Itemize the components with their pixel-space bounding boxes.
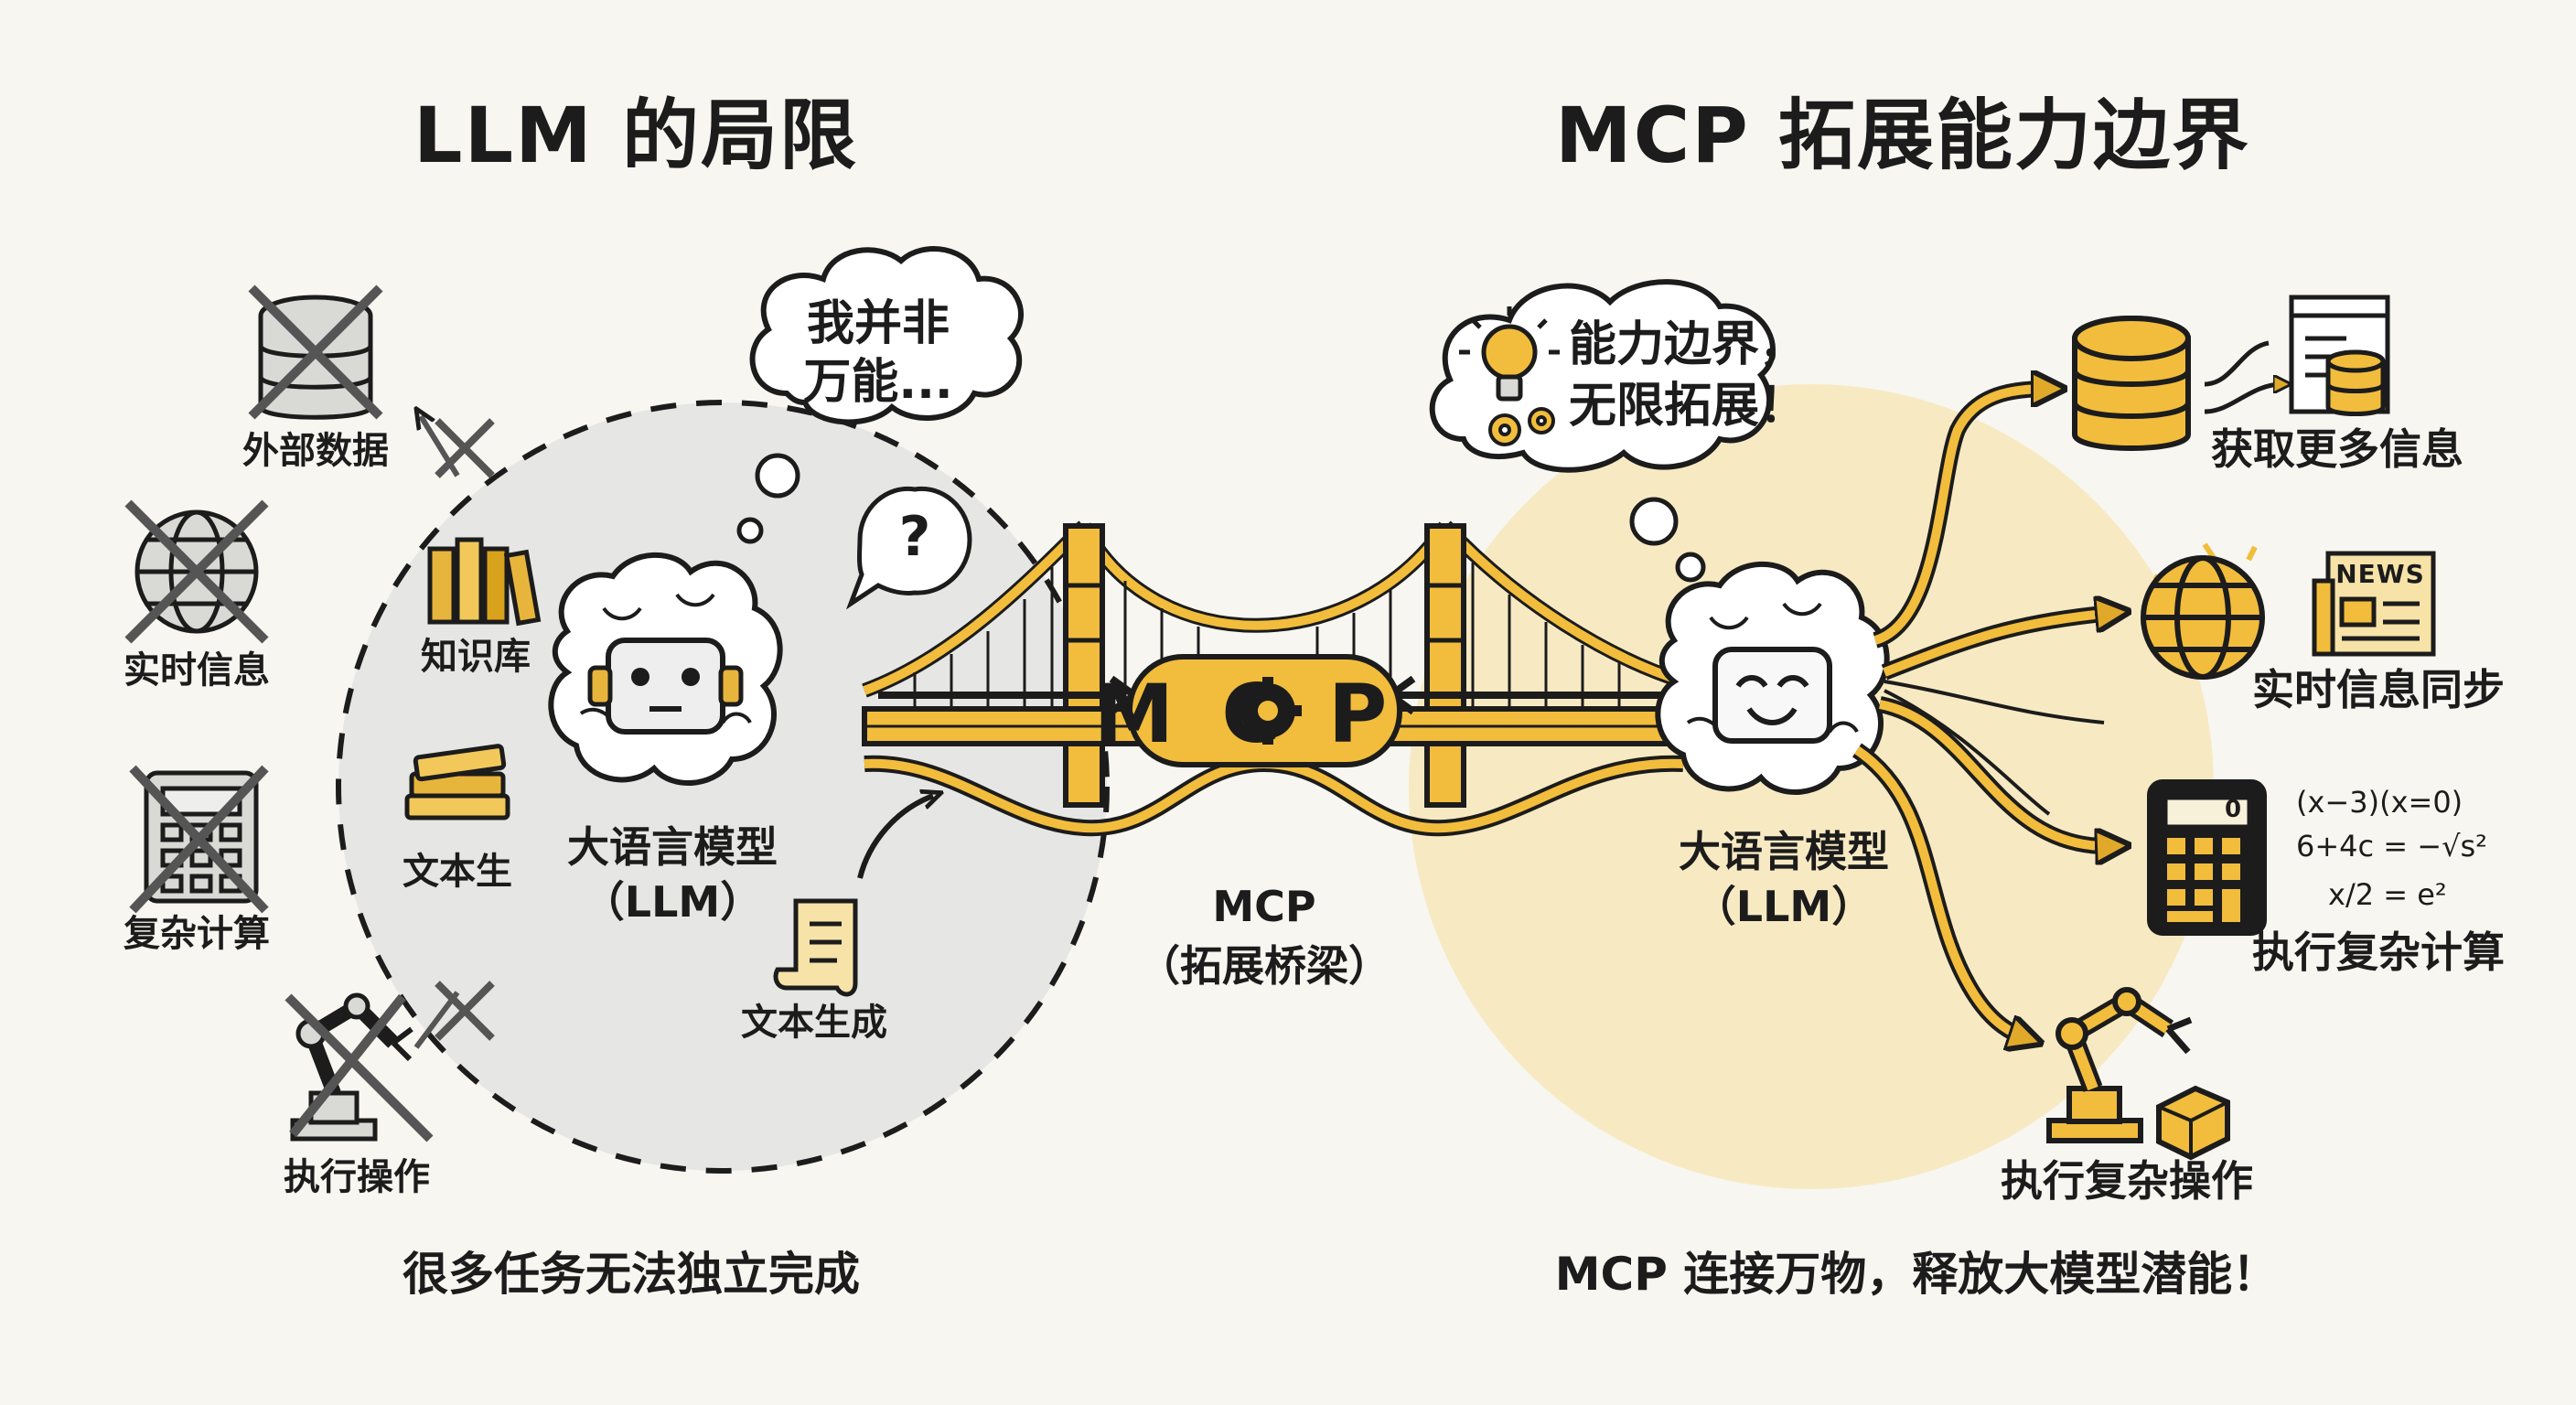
capability-arrows bbox=[1852, 389, 2113, 1038]
right-model-line1: 大语言模型 bbox=[1679, 827, 1889, 876]
left-thought-line1: 我并非 bbox=[806, 296, 950, 351]
question-mark: ? bbox=[898, 505, 931, 569]
left-thought-bubble bbox=[736, 246, 1024, 544]
calculator-icon bbox=[2147, 779, 2267, 936]
brain-robot-neutral-icon bbox=[548, 552, 783, 786]
scroll-icon bbox=[773, 898, 858, 997]
bridge-logo: MCP bbox=[1094, 668, 1435, 760]
globe-blocked-icon bbox=[124, 499, 269, 644]
stacked-books-icon bbox=[404, 744, 510, 820]
bridge-caption-line2: （拓展桥梁） bbox=[1138, 941, 1390, 991]
inner-label-textgen: 文本生成 bbox=[741, 1002, 887, 1044]
blocked-arrow-top bbox=[421, 416, 495, 478]
right-thought-line2: 无限拓展！ bbox=[1569, 379, 1808, 434]
calc-display: 0 bbox=[2225, 796, 2242, 823]
newspaper-icon bbox=[2312, 551, 2436, 657]
right-footer: MCP 连接万物，释放大模型潜能！ bbox=[1554, 1248, 2279, 1301]
blocked-arrow-bottom bbox=[413, 981, 495, 1049]
blocked-label-external-data: 外部数据 bbox=[242, 430, 389, 472]
gear-icon bbox=[1234, 677, 1302, 745]
books-icon bbox=[427, 537, 542, 627]
box-icon bbox=[2156, 1085, 2230, 1161]
blocked-label-realtime: 实时信息 bbox=[123, 649, 270, 692]
left-model-line2: （LLM） bbox=[582, 877, 763, 927]
small-gears-icon bbox=[1488, 407, 1555, 446]
globe-icon bbox=[2141, 542, 2265, 680]
database-blocked-icon bbox=[248, 284, 383, 420]
brain-robot-happy-icon bbox=[1655, 561, 1890, 795]
left-model-line1: 大语言模型 bbox=[567, 822, 778, 872]
question-bubble bbox=[845, 486, 972, 610]
bridge-caption-line1: MCP bbox=[1212, 882, 1316, 931]
lightbulb-icon bbox=[1459, 306, 1560, 402]
left-title: LLM 的局限 bbox=[413, 91, 858, 180]
left-thought-line2: 万能... bbox=[803, 355, 953, 410]
math-line-2: 6+4c = −√s² bbox=[2296, 829, 2487, 863]
left-footer: 很多任务无法独立完成 bbox=[402, 1248, 860, 1301]
right-thought-line1: 能力边界， bbox=[1569, 317, 1808, 372]
right-title: MCP 拓展能力边界 bbox=[1554, 91, 2251, 180]
news-text: NEWS bbox=[2335, 559, 2425, 589]
bridge-logo-text: MCP bbox=[1093, 667, 1435, 761]
capability-label-calc: 执行复杂计算 bbox=[2252, 928, 2505, 977]
database-icon bbox=[2072, 316, 2191, 451]
browser-data-icon bbox=[2289, 295, 2390, 416]
inner-label-textgen-short: 文本生 bbox=[402, 851, 512, 893]
right-model-line2: （LLM） bbox=[1693, 882, 1874, 931]
math-line-1: (x−3)(x=0) bbox=[2296, 785, 2463, 820]
text-gen-arrow bbox=[857, 796, 933, 879]
blocked-label-actions: 执行操作 bbox=[284, 1156, 430, 1198]
robot-arm-blocked-icon bbox=[284, 992, 434, 1142]
math-line-3: x/2 = e² bbox=[2328, 877, 2447, 912]
inner-label-knowledge: 知识库 bbox=[421, 636, 531, 678]
capability-label-actions: 执行复杂操作 bbox=[2001, 1156, 2253, 1206]
calculator-blocked-icon bbox=[129, 765, 269, 914]
sync-arrows-icon bbox=[2204, 340, 2282, 414]
robot-arm-icon bbox=[2046, 987, 2230, 1161]
capability-label-info: 获取更多信息 bbox=[2211, 424, 2463, 474]
capability-label-realtime: 实时信息同步 bbox=[2252, 665, 2505, 714]
blocked-label-calc: 复杂计算 bbox=[123, 913, 270, 955]
